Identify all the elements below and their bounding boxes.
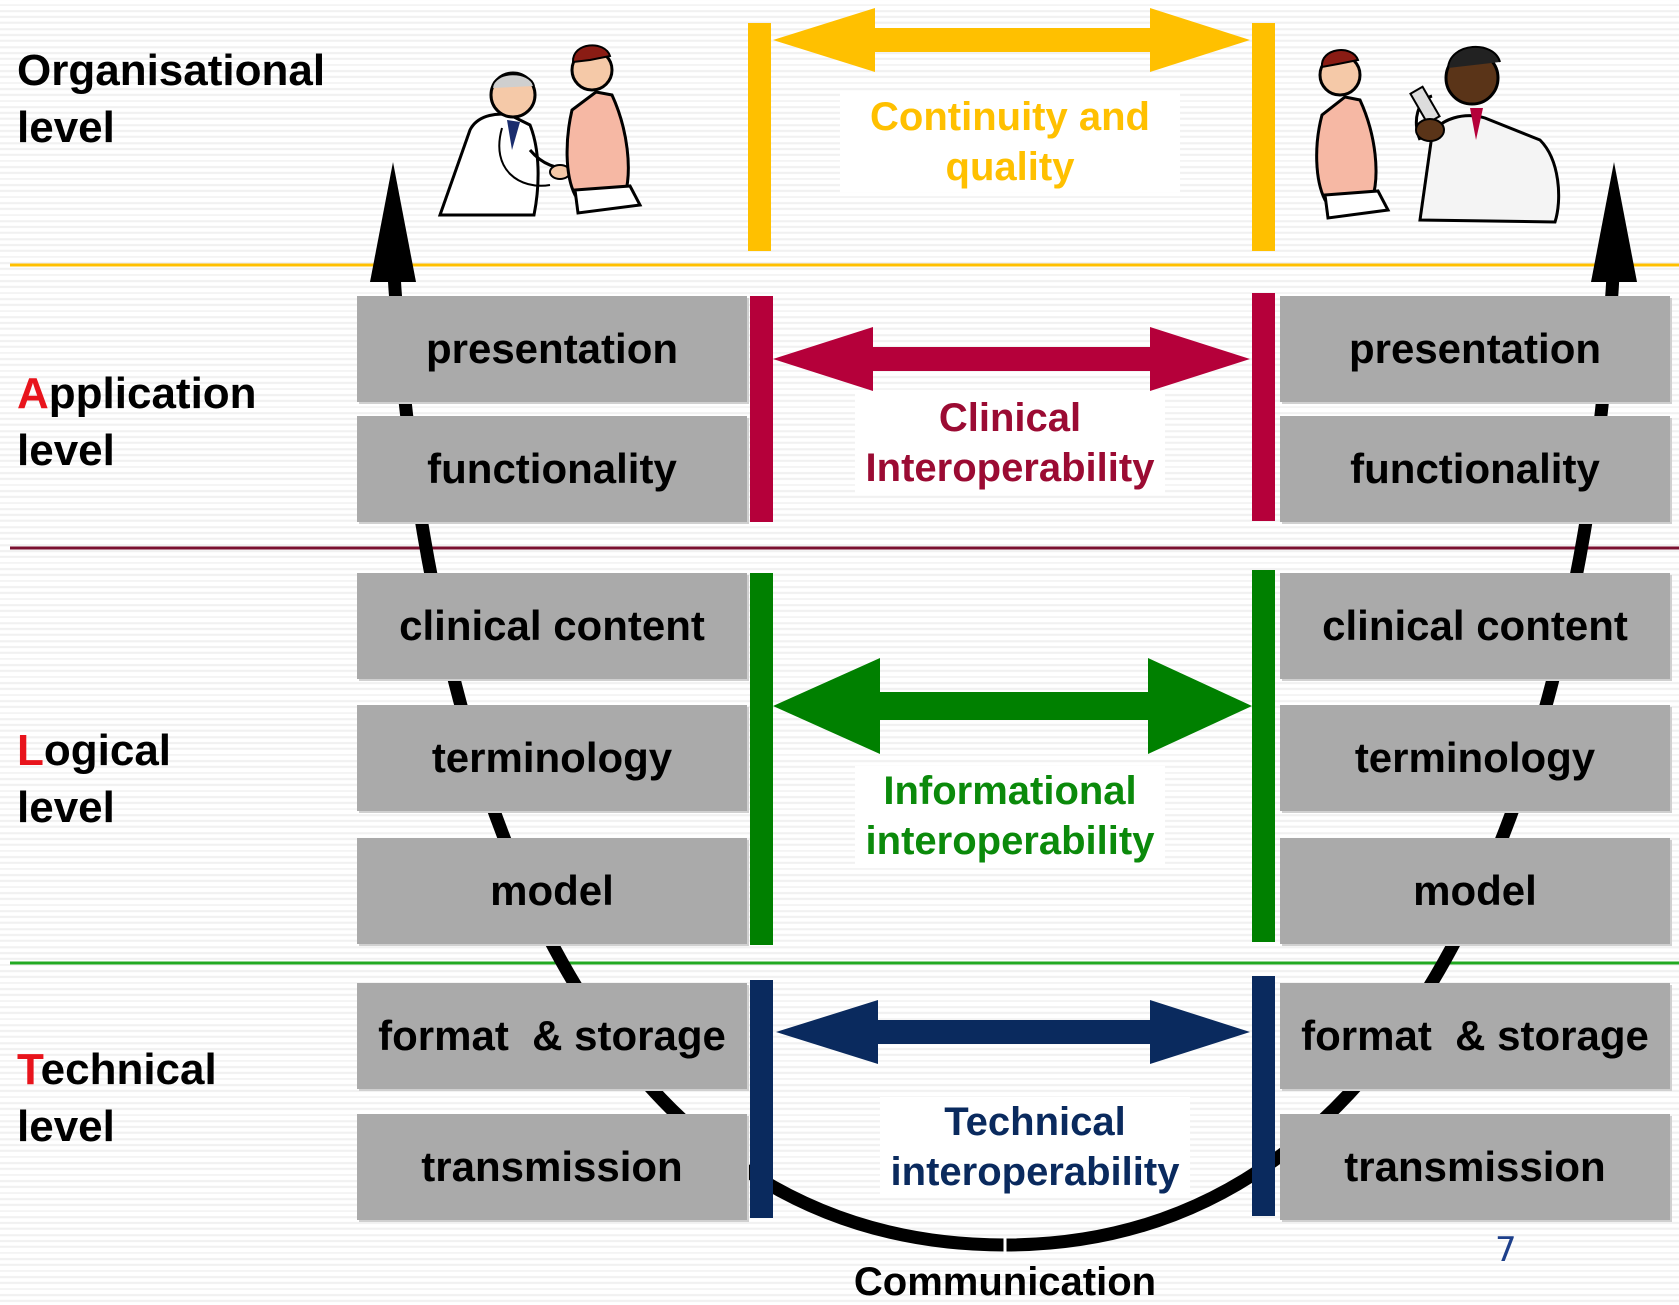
arrow-continuity-icon	[773, 8, 1250, 72]
doctor-with-syringe-icon	[1409, 46, 1561, 224]
left-box-terminology: terminology	[357, 705, 747, 811]
right-box-presentation: presentation	[1280, 296, 1670, 402]
level-label-application-line1: Application	[17, 365, 257, 422]
page-number: 7	[1495, 1230, 1517, 1270]
left-box-transmission: transmission	[357, 1114, 747, 1220]
informational-interoperability-label: Informational interoperability	[855, 766, 1165, 866]
level-label-application: Application level	[17, 365, 257, 479]
right-box-clinical-content: clinical content	[1280, 573, 1670, 679]
patient-icon	[1315, 49, 1391, 220]
left-box-presentation: presentation	[357, 296, 747, 402]
technical-interoperability-label: Technical interoperability	[880, 1097, 1190, 1197]
technical-interoperability-line2: interoperability	[890, 1150, 1180, 1194]
level-initial: A	[17, 369, 49, 418]
patient-icon	[565, 44, 643, 215]
clinical-interoperability-label: Clinical Interoperability	[855, 393, 1165, 493]
right-box-transmission: transmission	[1280, 1114, 1670, 1220]
bar-technical-right	[1252, 976, 1275, 1216]
right-box-functionality: functionality	[1280, 416, 1670, 522]
arrow-up-left-icon	[370, 162, 416, 282]
level-label-technical-rest: echnical	[40, 1045, 217, 1094]
level-label-technical-line2: level	[17, 1102, 115, 1152]
level-label-organisational: Organisational level	[17, 42, 325, 156]
clinical-interoperability-line1: Clinical	[938, 396, 1082, 440]
informational-interoperability-line2: interoperability	[865, 819, 1155, 863]
right-box-model: model	[1280, 838, 1670, 944]
level-label-technical: Technical level	[17, 1041, 217, 1155]
continuity-quality-line2: quality	[945, 145, 1075, 189]
bar-informational-left	[750, 573, 773, 945]
bar-clinical-right	[1252, 293, 1275, 521]
level-label-logical-line1: Logical	[17, 722, 171, 779]
right-box-terminology: terminology	[1280, 705, 1670, 811]
level-label-organisational-line1: Organisational	[17, 46, 326, 95]
level-label-application-rest: pplication	[48, 369, 257, 418]
bar-clinical-left	[750, 296, 773, 522]
bar-informational-right	[1252, 570, 1275, 942]
technical-interoperability-line1: Technical	[944, 1100, 1126, 1144]
level-label-organisational-line2: level	[17, 103, 115, 153]
arrow-up-right-icon	[1591, 162, 1637, 282]
level-label-technical-line1: Technical	[17, 1041, 217, 1098]
bar-organisational-left	[748, 23, 771, 251]
level-label-logical: Logical level	[17, 722, 171, 836]
left-box-model: model	[357, 838, 747, 944]
clinical-interoperability-line2: Interoperability	[865, 446, 1155, 490]
level-initial: T	[17, 1045, 41, 1094]
level-label-logical-rest: ogical	[43, 726, 172, 775]
level-initial: L	[17, 726, 44, 775]
arrow-clinical-icon	[773, 327, 1250, 391]
communication-label: Communication	[853, 1260, 1157, 1304]
doctor-with-stethoscope-icon	[437, 71, 576, 217]
left-box-functionality: functionality	[357, 416, 747, 522]
arrow-informational-icon	[773, 658, 1252, 754]
left-box-format-storage: format & storage	[357, 983, 747, 1089]
level-label-application-line2: level	[17, 426, 115, 476]
continuity-quality-line1: Continuity and	[870, 95, 1150, 139]
continuity-quality-label: Continuity and quality	[840, 92, 1180, 192]
right-box-format-storage: format & storage	[1280, 983, 1670, 1089]
arrow-technical-icon	[776, 1000, 1250, 1064]
bar-organisational-right	[1252, 23, 1275, 251]
left-box-clinical-content: clinical content	[357, 573, 747, 679]
bar-technical-left	[750, 980, 773, 1218]
level-label-logical-line2: level	[17, 783, 115, 833]
informational-interoperability-line1: Informational	[883, 769, 1137, 813]
